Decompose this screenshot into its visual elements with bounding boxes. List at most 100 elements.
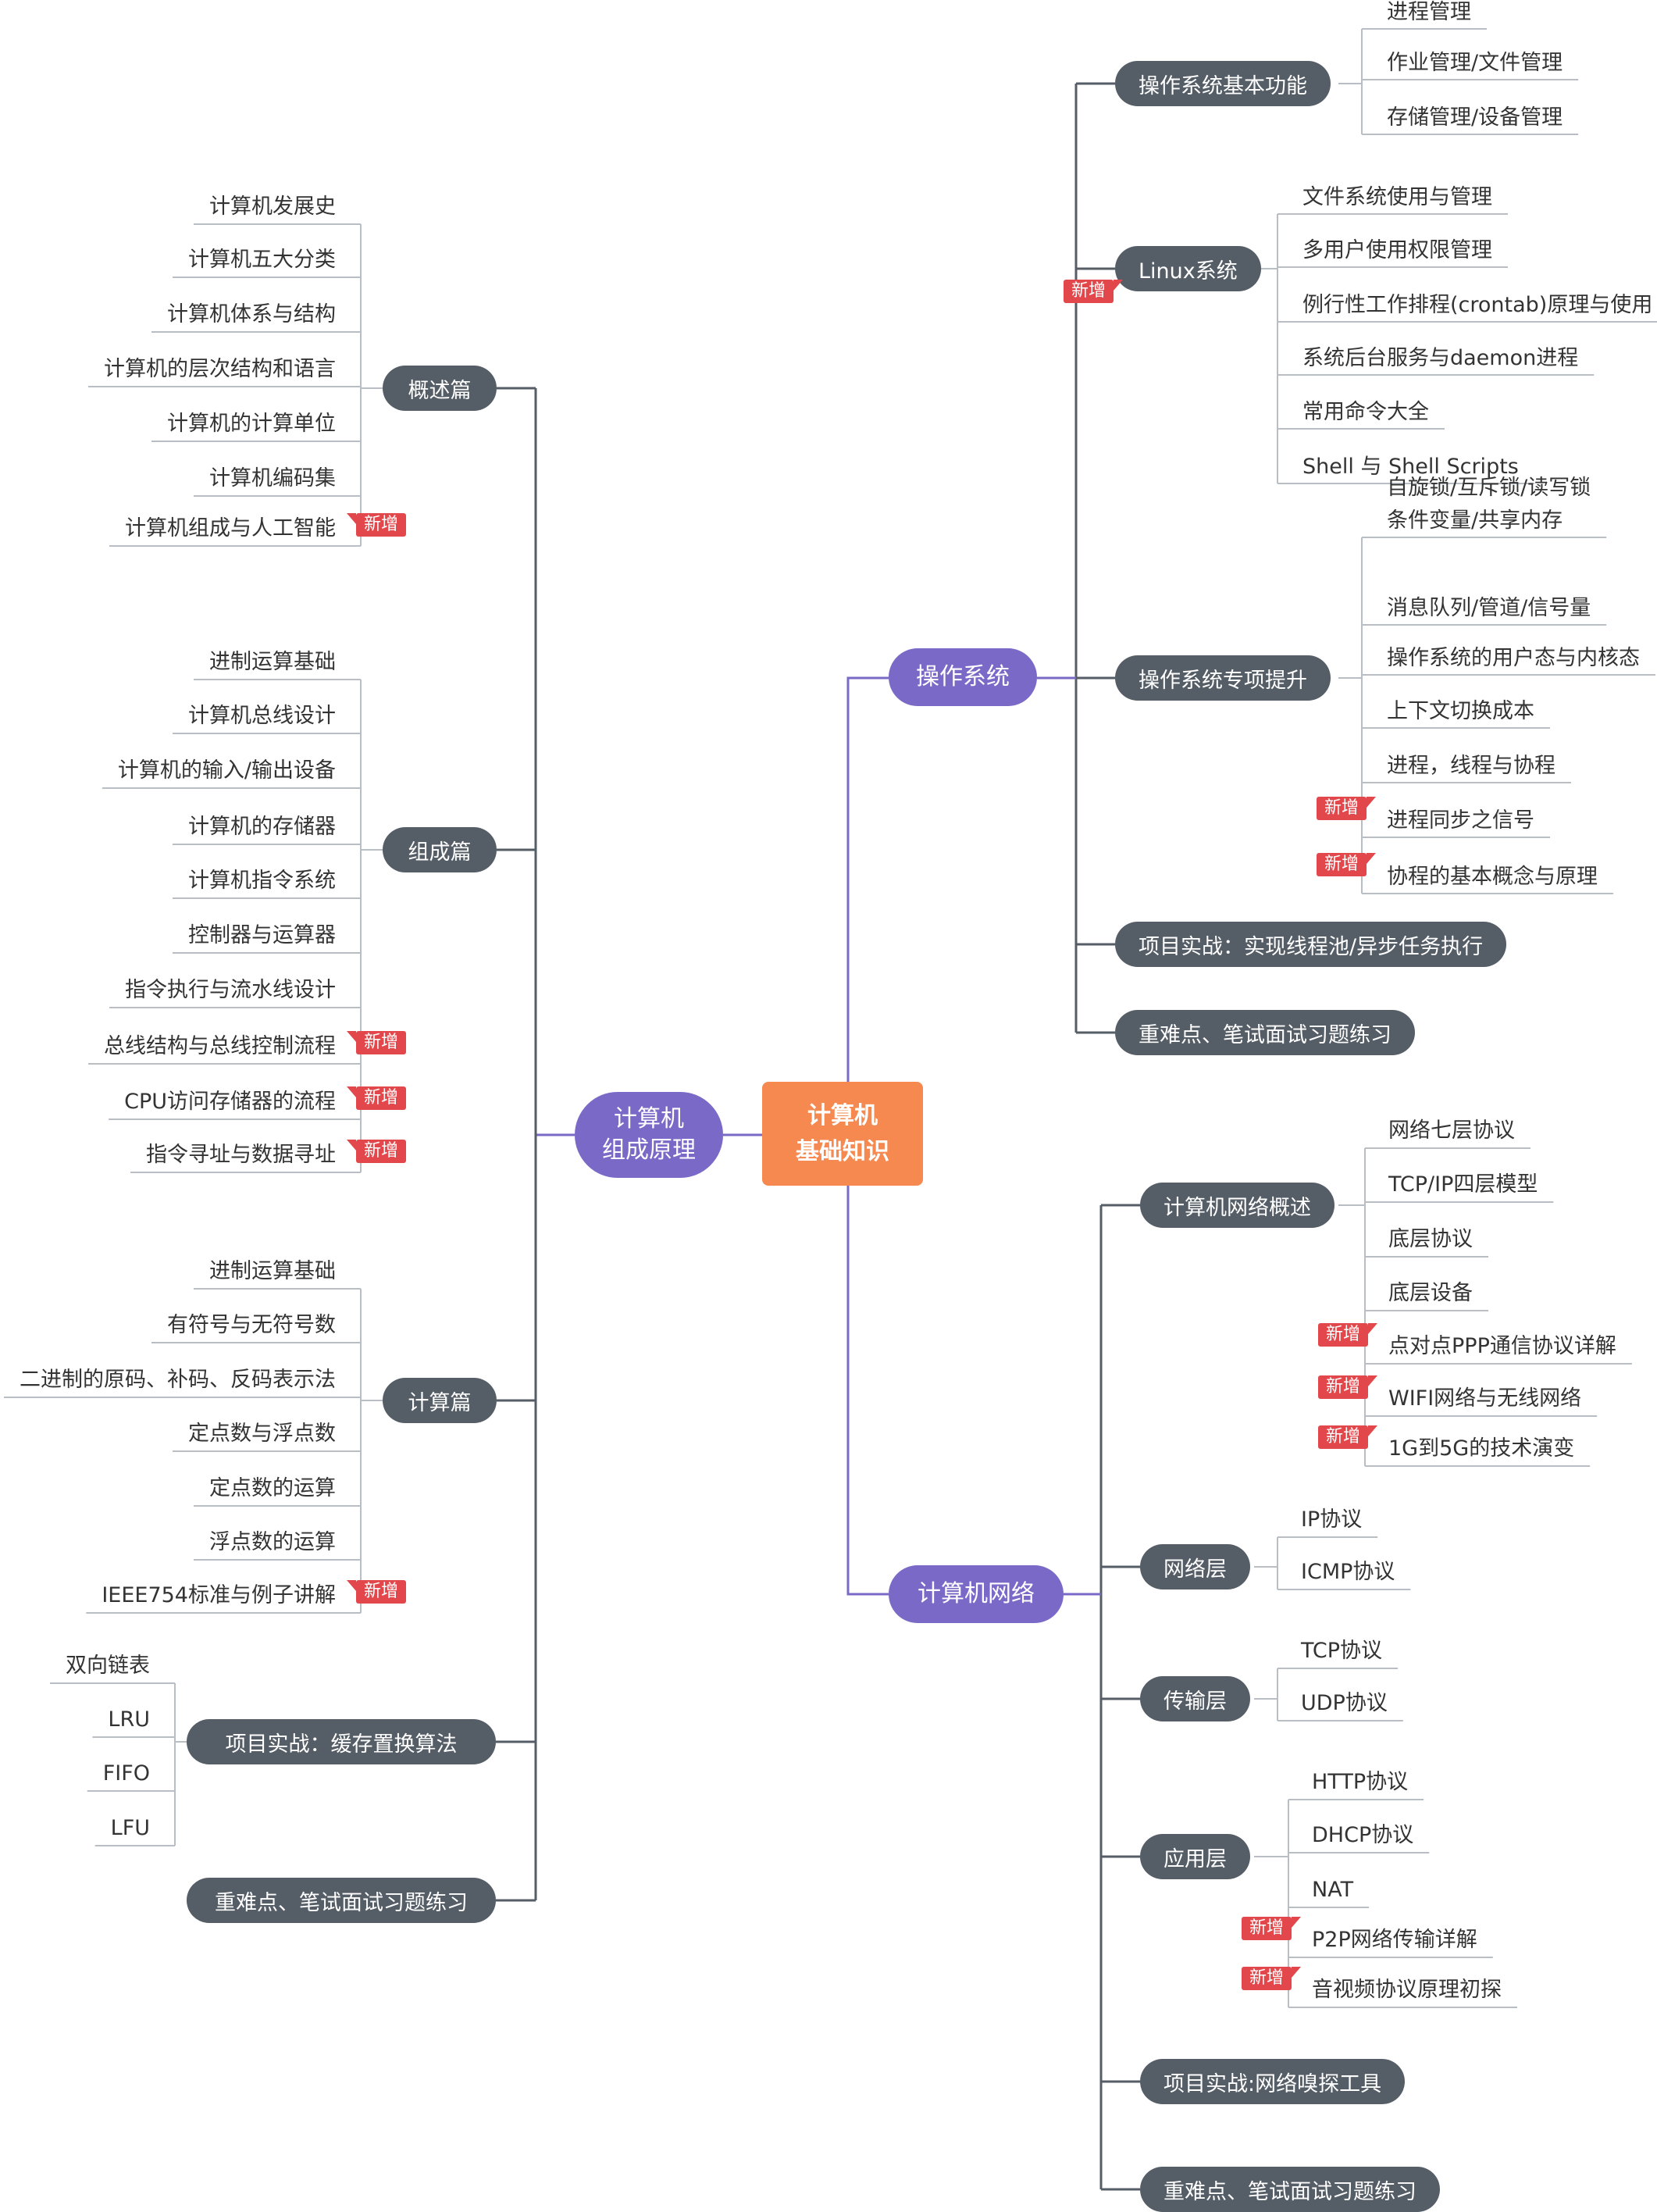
leaf-item[interactable]: 进程同步之信号 — [1387, 808, 1534, 833]
leaf-item[interactable]: LRU — [108, 1707, 150, 1732]
leaf-item[interactable]: 指令寻址与数据寻址 — [146, 1143, 336, 1167]
leaf-item[interactable]: 计算机的存储器 — [188, 815, 336, 839]
net-group-node-1[interactable]: 网络层 — [1140, 1544, 1250, 1589]
group-node-0[interactable]: 概述篇 — [383, 366, 497, 411]
leaf-item[interactable]: 计算机的计算单位 — [167, 412, 336, 436]
leaf-item[interactable]: 浮点数的运算 — [209, 1530, 336, 1554]
leaf-item[interactable]: IP协议 — [1301, 1507, 1363, 1532]
leaf-item[interactable]: 计算机体系与结构 — [167, 302, 336, 326]
os-group-node-3[interactable]: 项目实战：实现线程池/异步任务执行 — [1115, 922, 1507, 967]
leaf-item[interactable]: DHCP协议 — [1312, 1823, 1414, 1847]
branch-line1: 计算机 — [614, 1105, 684, 1133]
group-node-3[interactable]: 项目实战：缓存置换算法 — [187, 1719, 496, 1764]
new-badge: 新增 — [1064, 280, 1124, 303]
branch-computer-network[interactable]: 计算机网络 — [889, 1565, 1064, 1623]
root-node[interactable]: 计算机 基础知识 — [762, 1082, 923, 1186]
leaf-item[interactable]: 存储管理/设备管理 — [1387, 105, 1563, 130]
leaf-item[interactable]: 消息队列/管道/信号量 — [1387, 596, 1591, 620]
net-group-node-5[interactable]: 重难点、笔试面试习题练习 — [1140, 2167, 1440, 2212]
new-badge: 新增 — [1242, 1917, 1302, 1940]
new-badge: 新增 — [346, 1140, 407, 1163]
leaf-item[interactable]: 进程管理 — [1387, 0, 1471, 24]
leaf-item[interactable]: UDP协议 — [1301, 1691, 1388, 1715]
leaf-item[interactable]: 有符号与无符号数 — [167, 1313, 336, 1337]
leaf-item[interactable]: IEEE754标准与例子讲解 — [102, 1583, 336, 1607]
net-group-node-2[interactable]: 传输层 — [1140, 1676, 1250, 1721]
branch-label: 计算机网络 — [918, 1580, 1035, 1607]
leaf-item[interactable]: 操作系统的用户态与内核态 — [1387, 646, 1640, 670]
leaf-item[interactable]: 网络七层协议 — [1388, 1118, 1515, 1143]
leaf-item[interactable]: 底层协议 — [1388, 1227, 1473, 1251]
leaf-item[interactable]: 计算机的输入/输出设备 — [117, 758, 336, 783]
leaf-item[interactable]: 系统后台服务与daemon进程 — [1302, 346, 1579, 370]
root-line2: 基础知识 — [796, 1137, 889, 1165]
leaf-item[interactable]: 计算机的层次结构和语言 — [104, 357, 336, 381]
net-group-node-3[interactable]: 应用层 — [1140, 1834, 1250, 1879]
leaf-item[interactable]: LFU — [110, 1816, 150, 1840]
leaf-item[interactable]: 进制运算基础 — [209, 650, 336, 674]
leaf-item[interactable]: 进程，线程与协程 — [1387, 754, 1555, 778]
new-badge: 新增 — [1317, 853, 1377, 876]
leaf-item[interactable]: 计算机发展史 — [209, 194, 336, 219]
leaf-item[interactable]: 多用户使用权限管理 — [1302, 238, 1492, 262]
leaf-item[interactable]: 作业管理/文件管理 — [1387, 51, 1563, 75]
new-badge: 新增 — [346, 513, 407, 537]
branch-operating-system[interactable]: 操作系统 — [889, 648, 1037, 706]
leaf-item[interactable]: P2P网络传输详解 — [1312, 1928, 1477, 1952]
group-node-1[interactable]: 组成篇 — [383, 827, 497, 872]
root-line1: 计算机 — [807, 1101, 878, 1129]
leaf-item[interactable]: 上下文切换成本 — [1387, 699, 1534, 723]
leaf-item[interactable]: NAT — [1312, 1878, 1354, 1902]
leaf-item[interactable]: 定点数的运算 — [209, 1476, 336, 1500]
leaf-item[interactable]: 例行性工作排程(crontab)原理与使用 — [1302, 293, 1653, 317]
leaf-item[interactable]: 计算机总线设计 — [188, 704, 336, 728]
leaf-item[interactable]: 双向链表 — [66, 1654, 150, 1678]
leaf-item[interactable]: 指令执行与流水线设计 — [125, 978, 336, 1002]
os-group-node-4[interactable]: 重难点、笔试面试习题练习 — [1115, 1010, 1415, 1055]
leaf-item[interactable]: HTTP协议 — [1312, 1770, 1409, 1794]
leaf-item[interactable]: 协程的基本概念与原理 — [1387, 865, 1598, 889]
leaf-item[interactable]: 点对点PPP通信协议详解 — [1388, 1334, 1616, 1358]
os-group-node-0[interactable]: 操作系统基本功能 — [1115, 61, 1331, 106]
new-badge: 新增 — [346, 1031, 407, 1054]
leaf-item[interactable]: 1G到5G的技术演变 — [1388, 1436, 1575, 1461]
root-to-os-connector — [846, 676, 889, 1082]
root-to-network-connector — [846, 1186, 889, 1596]
leaf-item[interactable]: 计算机组成与人工智能 — [125, 516, 336, 541]
leaf-item[interactable]: TCP协议 — [1301, 1639, 1383, 1663]
leaf-item[interactable]: 计算机指令系统 — [188, 869, 336, 893]
leaf-item[interactable]: WIFI网络与无线网络 — [1388, 1386, 1582, 1411]
leaf-item[interactable]: CPU访问存储器的流程 — [124, 1090, 336, 1114]
new-badge: 新增 — [1242, 1967, 1302, 1990]
group-node-2[interactable]: 计算篇 — [383, 1378, 497, 1423]
leaf-item[interactable]: 常用命令大全 — [1302, 400, 1429, 424]
os-group-node-1[interactable]: Linux系统 — [1115, 246, 1261, 291]
leaf-item[interactable]: 二进制的原码、补码、反码表示法 — [20, 1368, 336, 1392]
leaf-item[interactable]: 定点数与浮点数 — [188, 1422, 336, 1446]
net-group-node-0[interactable]: 计算机网络概述 — [1140, 1183, 1335, 1228]
leaf-item[interactable]: 音视频协议原理初探 — [1312, 1978, 1502, 2002]
leaf-item[interactable]: 进制运算基础 — [209, 1259, 336, 1283]
leaf-item[interactable]: 计算机五大分类 — [188, 248, 336, 272]
leaf-item[interactable]: Shell 与 Shell Scripts — [1302, 455, 1519, 479]
branch-line2: 组成原理 — [602, 1136, 696, 1164]
new-badge: 新增 — [346, 1086, 407, 1110]
leaf-item[interactable]: FIFO — [102, 1761, 150, 1786]
leaf-item[interactable]: 计算机编码集 — [209, 466, 336, 491]
leaf-item[interactable]: 底层设备 — [1388, 1281, 1473, 1305]
new-badge: 新增 — [1318, 1425, 1378, 1449]
os-group-node-2[interactable]: 操作系统专项提升 — [1115, 655, 1331, 701]
new-badge: 新增 — [1318, 1323, 1378, 1347]
leaf-item[interactable]: 总线结构与总线控制流程 — [104, 1034, 336, 1058]
new-badge: 新增 — [1318, 1375, 1378, 1399]
leaf-item[interactable]: ICMP协议 — [1301, 1560, 1395, 1584]
leaf-item[interactable]: 文件系统使用与管理 — [1302, 185, 1492, 209]
leaf-item[interactable]: TCP/IP四层模型 — [1388, 1172, 1538, 1197]
leaf-item[interactable]: 自旋锁/互斥锁/读写锁 条件变量/共享内存 — [1387, 476, 1591, 533]
leaf-item[interactable]: 控制器与运算器 — [188, 923, 336, 947]
group-node-4[interactable]: 重难点、笔试面试习题练习 — [187, 1878, 496, 1923]
branch-computer-organization[interactable]: 计算机 组成原理 — [575, 1092, 723, 1178]
net-group-node-4[interactable]: 项目实战:网络嗅探工具 — [1140, 2059, 1406, 2104]
branch-label: 操作系统 — [916, 663, 1010, 690]
